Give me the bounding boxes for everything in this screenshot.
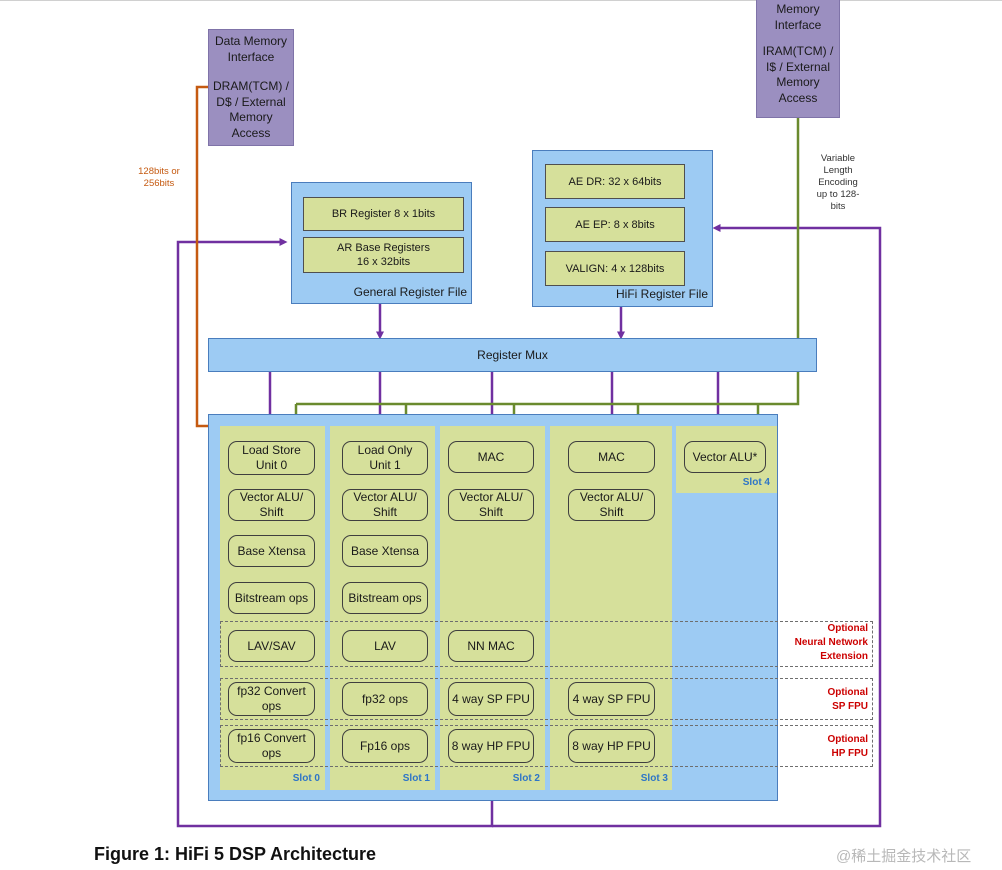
slot-2-label: Slot 2 xyxy=(512,773,540,784)
vector-alu-shift: Vector ALU/ Shift xyxy=(228,489,315,521)
instr-memory-body: IRAM(TCM) / I$ / External Memory Access xyxy=(762,44,834,105)
ar-base-registers: AR Base Registers 16 x 32bits xyxy=(303,237,464,273)
optional-nn-label: Optional Neural Network Extension xyxy=(794,623,868,662)
hifi-rf-label: HiFi Register File xyxy=(615,287,708,301)
br-register: BR Register 8 x 1bits xyxy=(303,197,464,231)
writeback-bus xyxy=(176,238,494,828)
4-way-sp-fpu: 4 way SP FPU xyxy=(568,682,655,716)
ae-dr-register: AE DR: 32 x 64bits xyxy=(545,164,685,199)
data-memory-interface: Data Memory Interface DRAM(TCM) / D$ / E… xyxy=(208,29,294,146)
optional-sp-fpu-label: Optional SP FPU xyxy=(827,687,868,712)
fp32-convert-ops: fp32 Convert ops xyxy=(228,682,315,716)
general-rf-label: General Register File xyxy=(353,285,467,299)
base-xtensa: Base Xtensa xyxy=(228,535,315,567)
fp32-ops: fp32 ops xyxy=(342,682,428,716)
optional-sp-fpu-region xyxy=(220,678,873,720)
fp16-convert-ops: fp16 Convert ops xyxy=(228,729,315,763)
data-memory-title: Data Memory Interface xyxy=(214,34,288,64)
bitstream-ops: Bitstream ops xyxy=(342,582,428,614)
instr-memory-interface: Memory Interface IRAM(TCM) / I$ / Extern… xyxy=(756,0,840,118)
optional-hp-fpu-region xyxy=(220,725,873,767)
slot-3-label: Slot 3 xyxy=(640,773,668,784)
lav-sav: LAV/SAV xyxy=(228,630,315,662)
load-store-unit-0: Load Store Unit 0 xyxy=(228,441,315,475)
optional-nn-region xyxy=(220,621,873,667)
data-memory-body: DRAM(TCM) / D$ / External Memory Access xyxy=(213,79,289,140)
fp16-ops: Fp16 ops xyxy=(342,729,428,763)
valign-register: VALIGN: 4 x 128bits xyxy=(545,251,685,286)
mac: MAC xyxy=(448,441,534,473)
instr-bus xyxy=(296,118,800,406)
vector-alu-shift: Vector ALU/ Shift xyxy=(568,489,655,521)
mac: MAC xyxy=(568,441,655,473)
slot-0-label: Slot 0 xyxy=(292,773,320,784)
top-border xyxy=(0,0,1002,1)
vector-alu-shift: Vector ALU/ Shift xyxy=(342,489,428,521)
data-bus-label: 128bits or 256bits xyxy=(138,166,180,189)
base-xtensa: Base Xtensa xyxy=(342,535,428,567)
load-only-unit-1: Load Only Unit 1 xyxy=(342,441,428,475)
register-mux: Register Mux xyxy=(208,338,817,372)
8-way-hp-fpu: 8 way HP FPU xyxy=(568,729,655,763)
lav: LAV xyxy=(342,630,428,662)
instr-memory-title: Memory Interface xyxy=(774,2,822,32)
ae-ep-register: AE EP: 8 x 8bits xyxy=(545,207,685,242)
slot-4-label: Slot 4 xyxy=(742,477,770,488)
watermark: @稀土掘金技术社区 xyxy=(836,848,972,865)
bitstream-ops: Bitstream ops xyxy=(228,582,315,614)
instr-bus-label: Variable Length Encoding up to 128- bits xyxy=(816,153,860,212)
vector-alu-shift: Vector ALU/ Shift xyxy=(448,489,534,521)
figure-caption: Figure 1: HiFi 5 DSP Architecture xyxy=(94,844,377,864)
nn-mac: NN MAC xyxy=(448,630,534,662)
vector-alu-star: Vector ALU* xyxy=(684,441,766,473)
optional-hp-fpu-label: Optional HP FPU xyxy=(827,734,868,759)
4-way-sp-fpu: 4 way SP FPU xyxy=(448,682,534,716)
slot-1-label: Slot 1 xyxy=(402,773,430,784)
8-way-hp-fpu: 8 way HP FPU xyxy=(448,729,534,763)
